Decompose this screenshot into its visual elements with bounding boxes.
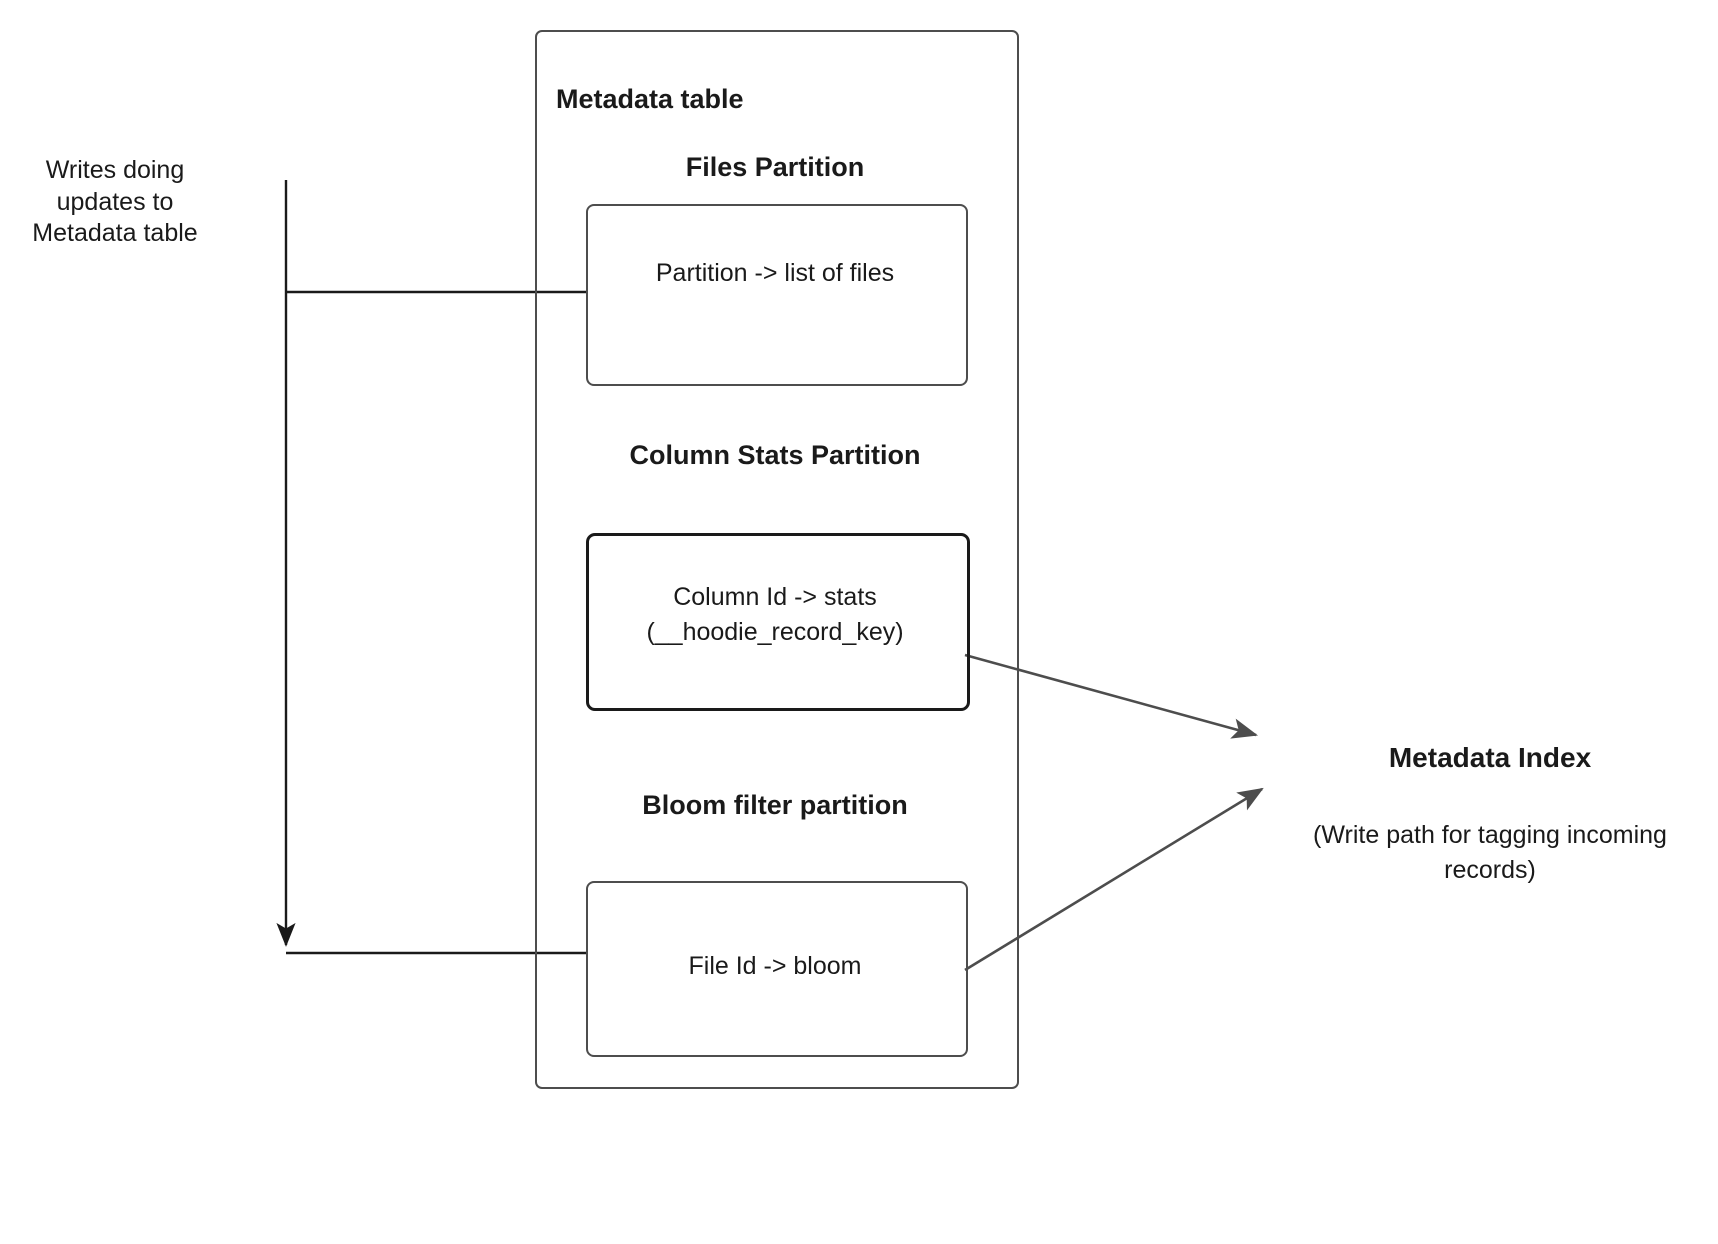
metadata-index-caption: (Write path for tagging incoming records…	[1313, 821, 1667, 884]
metadata-table-title: Metadata table	[556, 84, 744, 114]
bloom-filter-partition-box-text: File Id -> bloom	[688, 952, 862, 980]
column-stats-partition-box	[586, 533, 970, 711]
column-stats-partition-box-text: Column Id -> stats (__hoodie_record_key)	[646, 583, 904, 646]
bloom-filter-partition-box	[586, 881, 968, 1057]
files-partition-box-text: Partition -> list of files	[655, 259, 895, 287]
files-partition-box	[586, 204, 968, 386]
column-stats-partition-heading: Column Stats Partition	[629, 440, 921, 470]
files-partition-heading: Files Partition	[685, 152, 865, 182]
metadata-index-title: Metadata Index	[1388, 742, 1592, 773]
writes-doing-updates-label: Writes doing updates to Metadata table	[32, 156, 198, 247]
metadata-table-container	[535, 30, 1019, 1089]
bloom-filter-partition-heading: Bloom filter partition	[642, 790, 908, 820]
